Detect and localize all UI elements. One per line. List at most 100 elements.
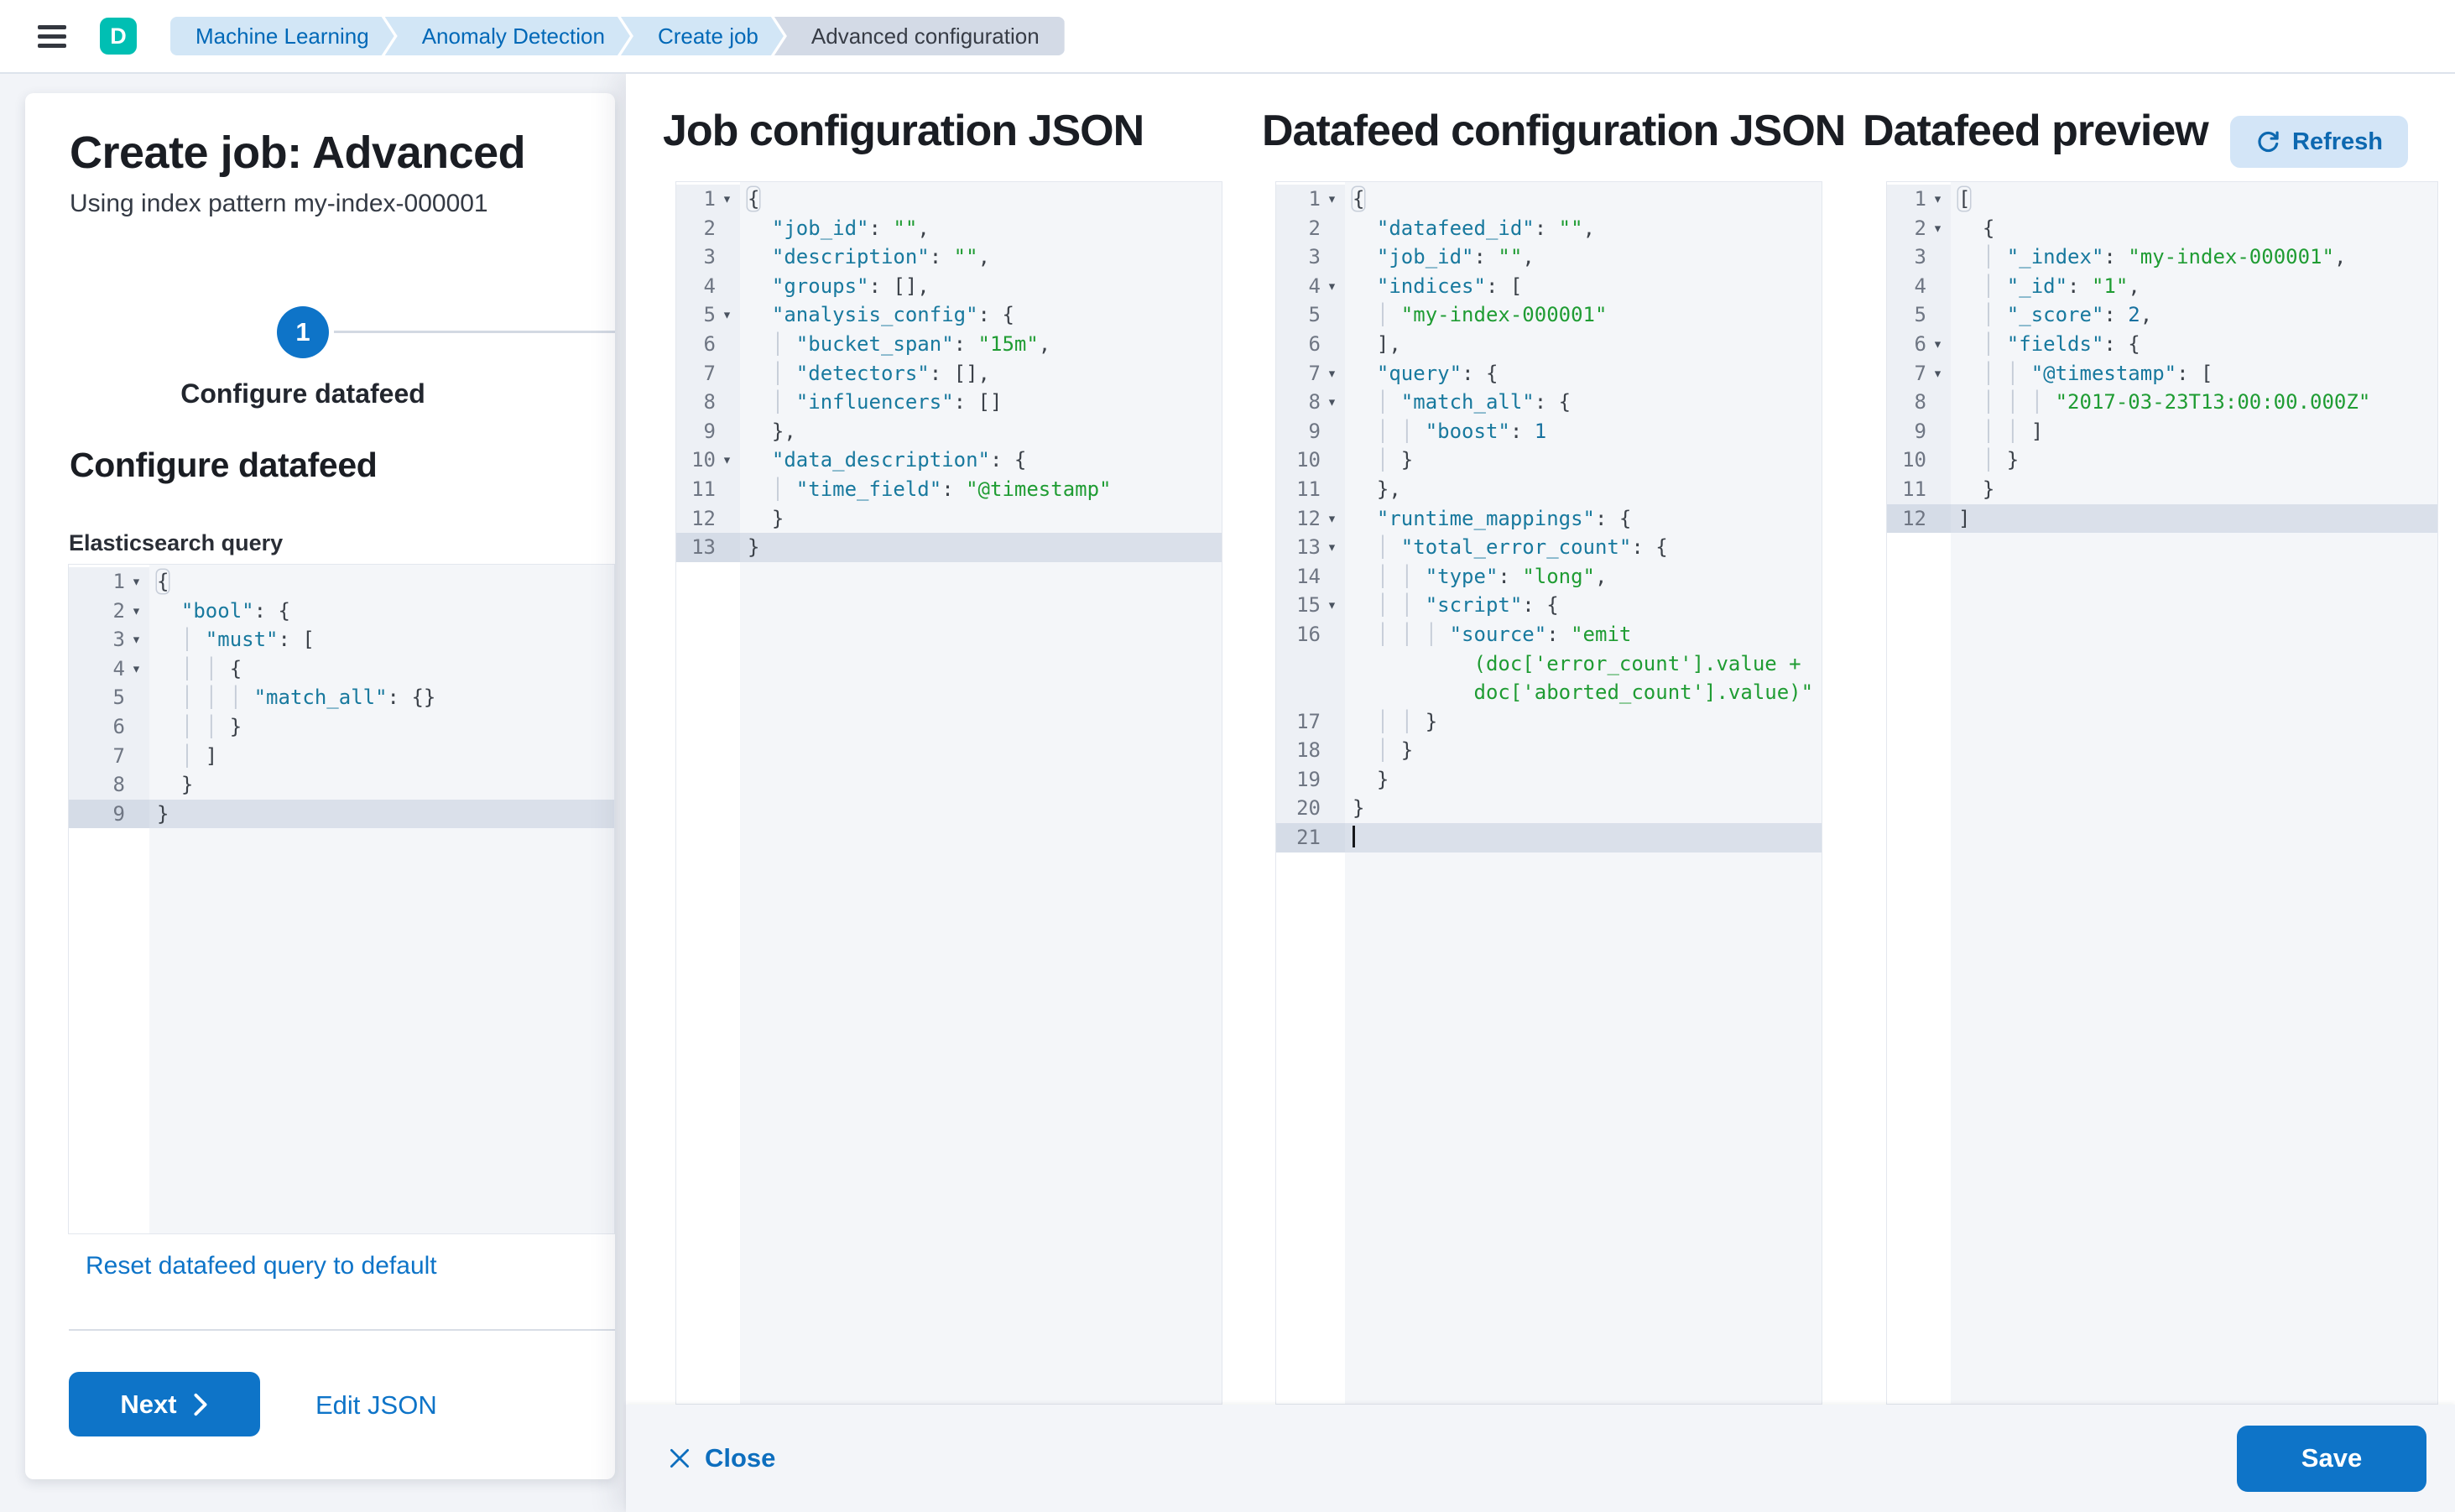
job-configuration-json-editor[interactable]: 1▾{2 "job_id": "",3 "description": "",4 … <box>675 181 1222 1405</box>
editor-background <box>740 182 1222 1404</box>
refresh-button[interactable]: Refresh <box>2230 116 2408 168</box>
fold-arrow-icon[interactable]: ▾ <box>1327 393 1337 412</box>
fold-arrow-icon[interactable]: ▾ <box>131 630 142 649</box>
editor-background <box>1951 182 2437 1404</box>
fold-arrow-icon[interactable]: ▾ <box>1932 218 1943 237</box>
code-line: 7▾ │ │ "@timestamp": [ <box>1887 358 2437 388</box>
fold-arrow-icon[interactable]: ▾ <box>1327 190 1337 208</box>
close-icon <box>670 1448 690 1468</box>
code-line: 5 │ │ │ "match_all": {} <box>69 683 614 712</box>
fold-arrow-icon[interactable]: ▾ <box>1932 363 1943 383</box>
advanced-configuration-flyout: Job configuration JSON 1▾{2 "job_id": ""… <box>626 74 2455 1512</box>
code-line: 3 "description": "", <box>676 242 1222 272</box>
step-connector-line <box>334 331 615 333</box>
code-line: 12▾ "runtime_mappings": { <box>1276 503 1822 534</box>
elasticsearch-query-label: Elasticsearch query <box>69 530 284 555</box>
code-line: 8 } <box>69 770 614 800</box>
next-button-label: Next <box>120 1389 177 1419</box>
fold-arrow-icon[interactable]: ▾ <box>1327 276 1337 295</box>
code-line: 2 "job_id": "", <box>676 213 1222 243</box>
fold-arrow-icon[interactable]: ▾ <box>1327 538 1337 557</box>
section-heading: Configure datafeed <box>70 446 378 484</box>
fold-arrow-icon[interactable]: ▾ <box>1932 190 1943 208</box>
breadcrumb-advanced-configuration: Advanced configuration <box>774 17 1065 55</box>
code-line: 3 │ "_index": "my-index-000001", <box>1887 242 2437 272</box>
code-line: 2▾ "bool": { <box>69 596 614 626</box>
code-line: 4▾ │ │ { <box>69 654 614 684</box>
code-line: 2▾ { <box>1887 213 2437 243</box>
save-button[interactable]: Save <box>2237 1425 2426 1492</box>
fold-arrow-icon[interactable]: ▾ <box>1327 363 1337 383</box>
editor-background <box>1345 182 1822 1404</box>
code-line: 20} <box>1276 794 1822 824</box>
code-line: 17 │ │ } <box>1276 706 1822 737</box>
code-line: 11 │ "time_field": "@timestamp" <box>676 474 1222 504</box>
chevron-right-icon <box>194 1393 207 1416</box>
close-button[interactable]: Close <box>663 1442 780 1474</box>
reset-datafeed-query-link[interactable]: Reset datafeed query to default <box>86 1252 437 1280</box>
code-line: 6 ], <box>1276 329 1822 359</box>
fold-arrow-icon[interactable]: ▾ <box>1327 596 1337 615</box>
edit-json-link[interactable]: Edit JSON <box>315 1390 437 1420</box>
index-pattern-subtitle: Using index pattern my-index-000001 <box>70 190 488 217</box>
fold-arrow-icon[interactable]: ▾ <box>722 190 732 208</box>
fold-arrow-icon[interactable]: ▾ <box>722 451 732 470</box>
code-line: 8 │ "influencers": [] <box>676 388 1222 417</box>
code-line: 1▾[ <box>1887 185 2437 214</box>
code-line: 5▾ "analysis_config": { <box>676 300 1222 330</box>
code-line: 14 │ │ "type": "long", <box>1276 561 1822 592</box>
code-line: 9} <box>69 799 614 829</box>
code-line: 1▾{ <box>1276 185 1822 214</box>
code-line: doc['aborted_count'].value)" <box>1276 678 1822 707</box>
next-button[interactable]: Next <box>69 1372 260 1436</box>
code-line: 10▾ "data_description": { <box>676 446 1222 475</box>
fold-arrow-icon[interactable]: ▾ <box>1932 334 1943 353</box>
editor-background <box>149 565 614 1233</box>
code-line: 8▾ │ "match_all": { <box>1276 388 1822 417</box>
datafeed-preview-editor[interactable]: 1▾[2▾ {3 │ "_index": "my-index-000001",4… <box>1886 181 2438 1405</box>
elasticsearch-query-editor[interactable]: 1▾{2▾ "bool": {3▾ │ "must": [4▾ │ │ {5 │… <box>68 564 615 1234</box>
code-line: 3▾ │ "must": [ <box>69 625 614 654</box>
code-line: 21 <box>1276 823 1822 852</box>
code-line: 6 │ │ } <box>69 712 614 742</box>
fold-arrow-icon[interactable]: ▾ <box>131 659 142 678</box>
top-bar: D Machine Learning Anomaly Detection Cre… <box>0 0 2455 74</box>
datafeed-preview-title: Datafeed preview <box>1863 107 2209 155</box>
flyout-footer: Close Save <box>626 1405 2455 1512</box>
fold-arrow-icon[interactable]: ▾ <box>722 305 732 325</box>
fold-arrow-icon[interactable]: ▾ <box>1327 508 1337 528</box>
code-line: 6 │ "bucket_span": "15m", <box>676 329 1222 359</box>
code-line: 12] <box>1887 503 2437 534</box>
code-line: 18 │ } <box>1276 736 1822 765</box>
menu-icon[interactable] <box>38 24 66 48</box>
create-job-card: Create job: Advanced Using index pattern… <box>25 93 615 1479</box>
code-line: 7 │ "detectors": [], <box>676 358 1222 388</box>
code-line: 13} <box>676 533 1222 562</box>
code-line: 4 "groups": [], <box>676 271 1222 301</box>
code-line: (doc['error_count'].value + <box>1276 649 1822 679</box>
code-line: 4 │ "_id": "1", <box>1887 271 2437 301</box>
breadcrumb-anomaly-detection[interactable]: Anomaly Detection <box>385 17 630 55</box>
fold-arrow-icon[interactable]: ▾ <box>131 601 142 620</box>
code-line: 10 │ } <box>1276 446 1822 475</box>
code-line: 1▾{ <box>69 567 614 597</box>
breadcrumb: Machine Learning Anomaly Detection Creat… <box>170 17 1065 55</box>
breadcrumb-create-job[interactable]: Create job <box>621 17 784 55</box>
code-line: 12 } <box>676 503 1222 534</box>
datafeed-configuration-json-title: Datafeed configuration JSON <box>1262 107 1846 155</box>
refresh-icon <box>2258 131 2279 153</box>
text-cursor <box>1353 826 1355 848</box>
space-avatar[interactable]: D <box>100 18 137 55</box>
code-line: 4▾ "indices": [ <box>1276 271 1822 301</box>
code-line: 9 │ │ ] <box>1887 416 2437 446</box>
code-line: 9 }, <box>676 416 1222 446</box>
code-line: 10 │ } <box>1887 446 2437 475</box>
divider <box>69 1329 615 1331</box>
step-1-indicator[interactable]: 1 <box>277 306 329 358</box>
datafeed-configuration-json-editor[interactable]: 1▾{2 "datafeed_id": "",3 "job_id": "",4▾… <box>1275 181 1822 1405</box>
breadcrumb-machine-learning[interactable]: Machine Learning <box>170 17 394 55</box>
fold-arrow-icon[interactable]: ▾ <box>131 572 142 591</box>
code-line: 7▾ "query": { <box>1276 358 1822 388</box>
code-line: 16 │ │ │ "source": "emit <box>1276 619 1822 649</box>
code-line: 5 │ "_score": 2, <box>1887 300 2437 330</box>
